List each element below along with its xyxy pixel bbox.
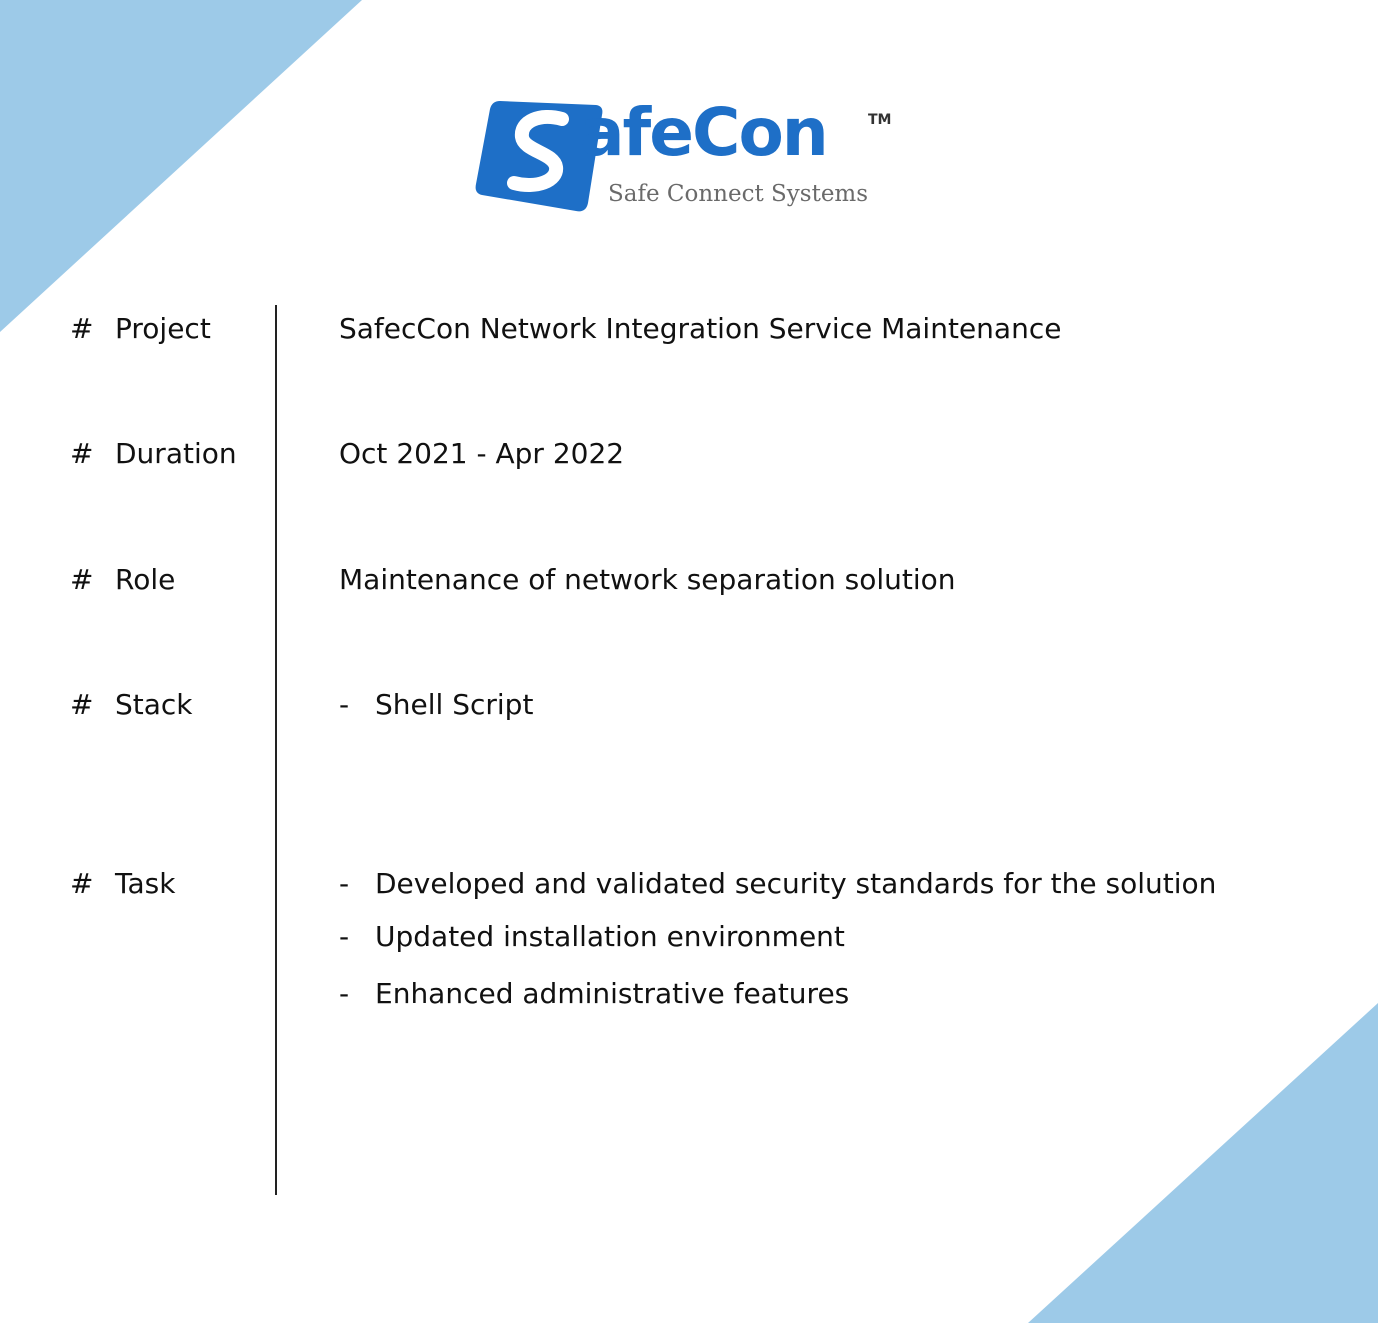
- role-value: Maintenance of network separation soluti…: [339, 563, 956, 596]
- logo-tagline: Safe Connect Systems: [608, 181, 869, 207]
- task-bullet: -: [339, 867, 350, 900]
- safecon-logo: afeCon TM Safe Connect Systems: [470, 95, 900, 225]
- project-label: Project: [115, 312, 211, 345]
- task-item-text: Enhanced administrative features: [375, 977, 850, 1010]
- logo-trademark: TM: [868, 112, 892, 128]
- duration-value: Oct 2021 - Apr 2022: [339, 437, 625, 470]
- project-marker: #: [70, 312, 94, 345]
- stack-label: Stack: [115, 688, 193, 721]
- role-marker: #: [70, 563, 94, 596]
- task-marker: #: [70, 867, 94, 900]
- top-left-accent-triangle: [0, 0, 362, 332]
- task-bullet: -: [339, 920, 350, 953]
- duration-marker: #: [70, 437, 94, 470]
- bottom-right-accent-triangle: [1028, 1003, 1378, 1323]
- task-item: -Developed and validated security standa…: [339, 870, 1216, 898]
- safecon-s-mark-icon: [475, 101, 603, 212]
- task-bullet: -: [339, 977, 350, 1010]
- task-item-text: Developed and validated security standar…: [375, 867, 1217, 900]
- duration-label: Duration: [115, 437, 237, 470]
- stack-item-text: Shell Script: [375, 688, 534, 721]
- stack-item: -Shell Script: [339, 691, 533, 719]
- logo-wordmark: afeCon: [580, 94, 829, 171]
- task-label: Task: [115, 867, 176, 900]
- task-item-text: Updated installation environment: [375, 920, 845, 953]
- stack-bullet: -: [339, 688, 350, 721]
- project-value: SafecCon Network Integration Service Mai…: [339, 312, 1062, 345]
- column-divider: [275, 305, 277, 1195]
- role-label: Role: [115, 563, 176, 596]
- task-item: -Enhanced administrative features: [339, 980, 849, 1008]
- task-item: -Updated installation environment: [339, 923, 845, 951]
- stack-marker: #: [70, 688, 94, 721]
